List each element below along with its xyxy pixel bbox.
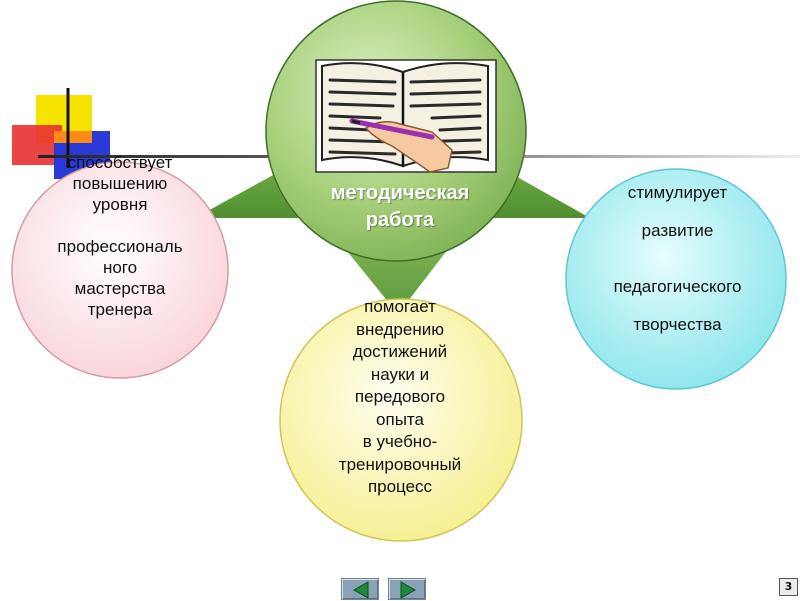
bottom-text-line: помогает xyxy=(364,297,436,316)
page-number: 3 xyxy=(779,578,798,596)
deco-square-red xyxy=(12,125,62,165)
right-circle xyxy=(565,168,787,390)
bottom-circle-text: помогает внедрению достижений науки и пе… xyxy=(310,296,490,499)
right-text-line: развитие xyxy=(641,221,714,240)
bottom-text-line: передового xyxy=(354,387,446,406)
bottom-text-line: тренировочный xyxy=(338,454,462,474)
next-slide-button[interactable] xyxy=(388,578,426,600)
left-circle xyxy=(11,161,229,379)
bottom-text-line: науки и xyxy=(370,364,430,384)
left-text-line: способствует xyxy=(67,153,173,172)
left-text-line xyxy=(30,215,210,236)
book-icon xyxy=(315,59,497,173)
center-label-line-1: методическая xyxy=(330,182,470,204)
prev-slide-button[interactable] xyxy=(341,578,379,600)
left-text-line: профессиональ xyxy=(57,237,183,256)
left-text-line: уровня xyxy=(92,195,148,214)
left-text-line: повышению xyxy=(72,174,168,193)
right-circle-text: стимулирует развитие педагогического тво… xyxy=(585,184,770,334)
left-circle-text: способствует повышению уровня профессион… xyxy=(30,152,210,320)
bottom-text-line: опыта xyxy=(376,409,424,429)
right-text-line xyxy=(585,260,770,278)
deco-overlap-orange xyxy=(54,131,92,143)
right-text-line: педагогического xyxy=(613,277,742,296)
triangle-right-icon xyxy=(400,581,417,599)
bottom-circle xyxy=(279,298,523,542)
triangle-left-icon xyxy=(352,581,369,599)
right-text-line: стимулирует xyxy=(627,183,728,202)
left-text-line: ного xyxy=(102,258,138,277)
left-text-line: тренера xyxy=(87,300,153,319)
right-text-line: творчества xyxy=(633,315,722,334)
bottom-text-line: в учебно- xyxy=(362,432,438,451)
bottom-text-line: процесс xyxy=(367,477,433,496)
center-label-line-2: работа xyxy=(365,209,435,231)
bottom-text-line: внедрению xyxy=(356,319,444,339)
center-label: методическая работа xyxy=(300,180,500,234)
left-text-line: мастерства xyxy=(74,279,166,298)
bottom-text-line: достижений xyxy=(352,342,448,361)
